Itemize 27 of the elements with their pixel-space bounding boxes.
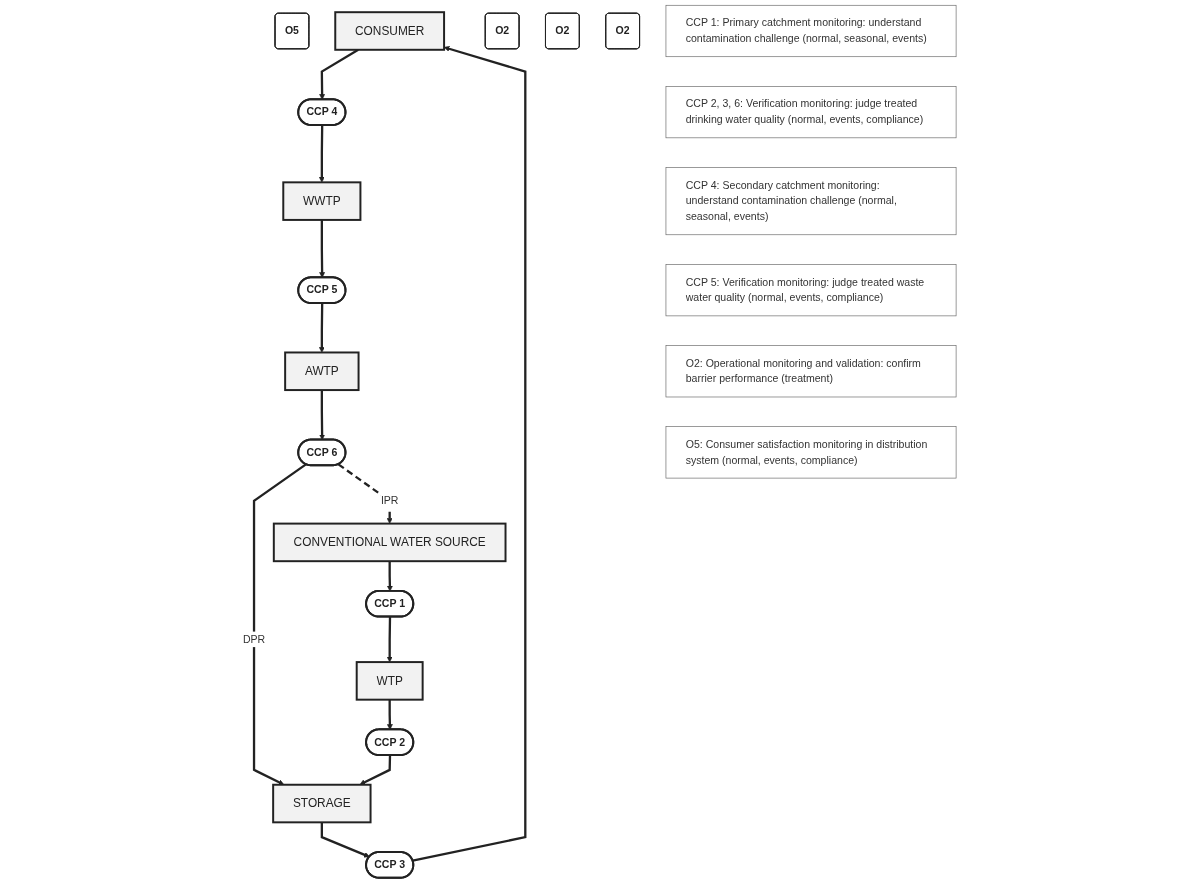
node-box: CONVENTIONAL WATER SOURCE [272,522,507,563]
arrow [318,303,325,353]
arrow [318,125,325,183]
node-box: CCP 5: Verification monitoring: judge treated waste water quality (normal, events, compliance) [665,264,957,317]
node-box: WTP [355,661,424,701]
arrow [387,561,393,592]
node-box: O2: Operational monitoring and validation: confirm barrier performance (treatment) [665,345,957,398]
node-box: CCP 1: Primary catchment monitoring: understand contamination challenge (normal, seasonal, events) [665,4,957,58]
node-box: O5: Consumer satisfaction monitoring in distribution system (normal, events, compliance) [665,426,957,479]
arrow [319,390,325,441]
arrow [252,463,307,786]
arrow [387,699,393,730]
node-box: CCP 2, 3, 6: Verification monitoring: judge treated drinking water quality (normal, events, compliance) [665,86,957,139]
arrow [386,616,393,663]
arrow [412,46,527,862]
node-box: WWTP [282,181,362,221]
arrow [319,219,325,278]
node-box: STORAGE [272,783,372,824]
arrow [359,755,392,786]
edge-label: IPR [380,494,399,507]
arrow [320,822,370,858]
arrow [337,463,393,524]
edge-label: DPR [242,633,266,645]
node-box: AWTP [284,351,360,392]
node-box: CONSUMER [334,11,446,51]
node-box: CCP 4: Secondary catchment monitoring: understand contamination challenge (normal, seasonal, events) [665,167,957,236]
arrow [319,48,359,100]
